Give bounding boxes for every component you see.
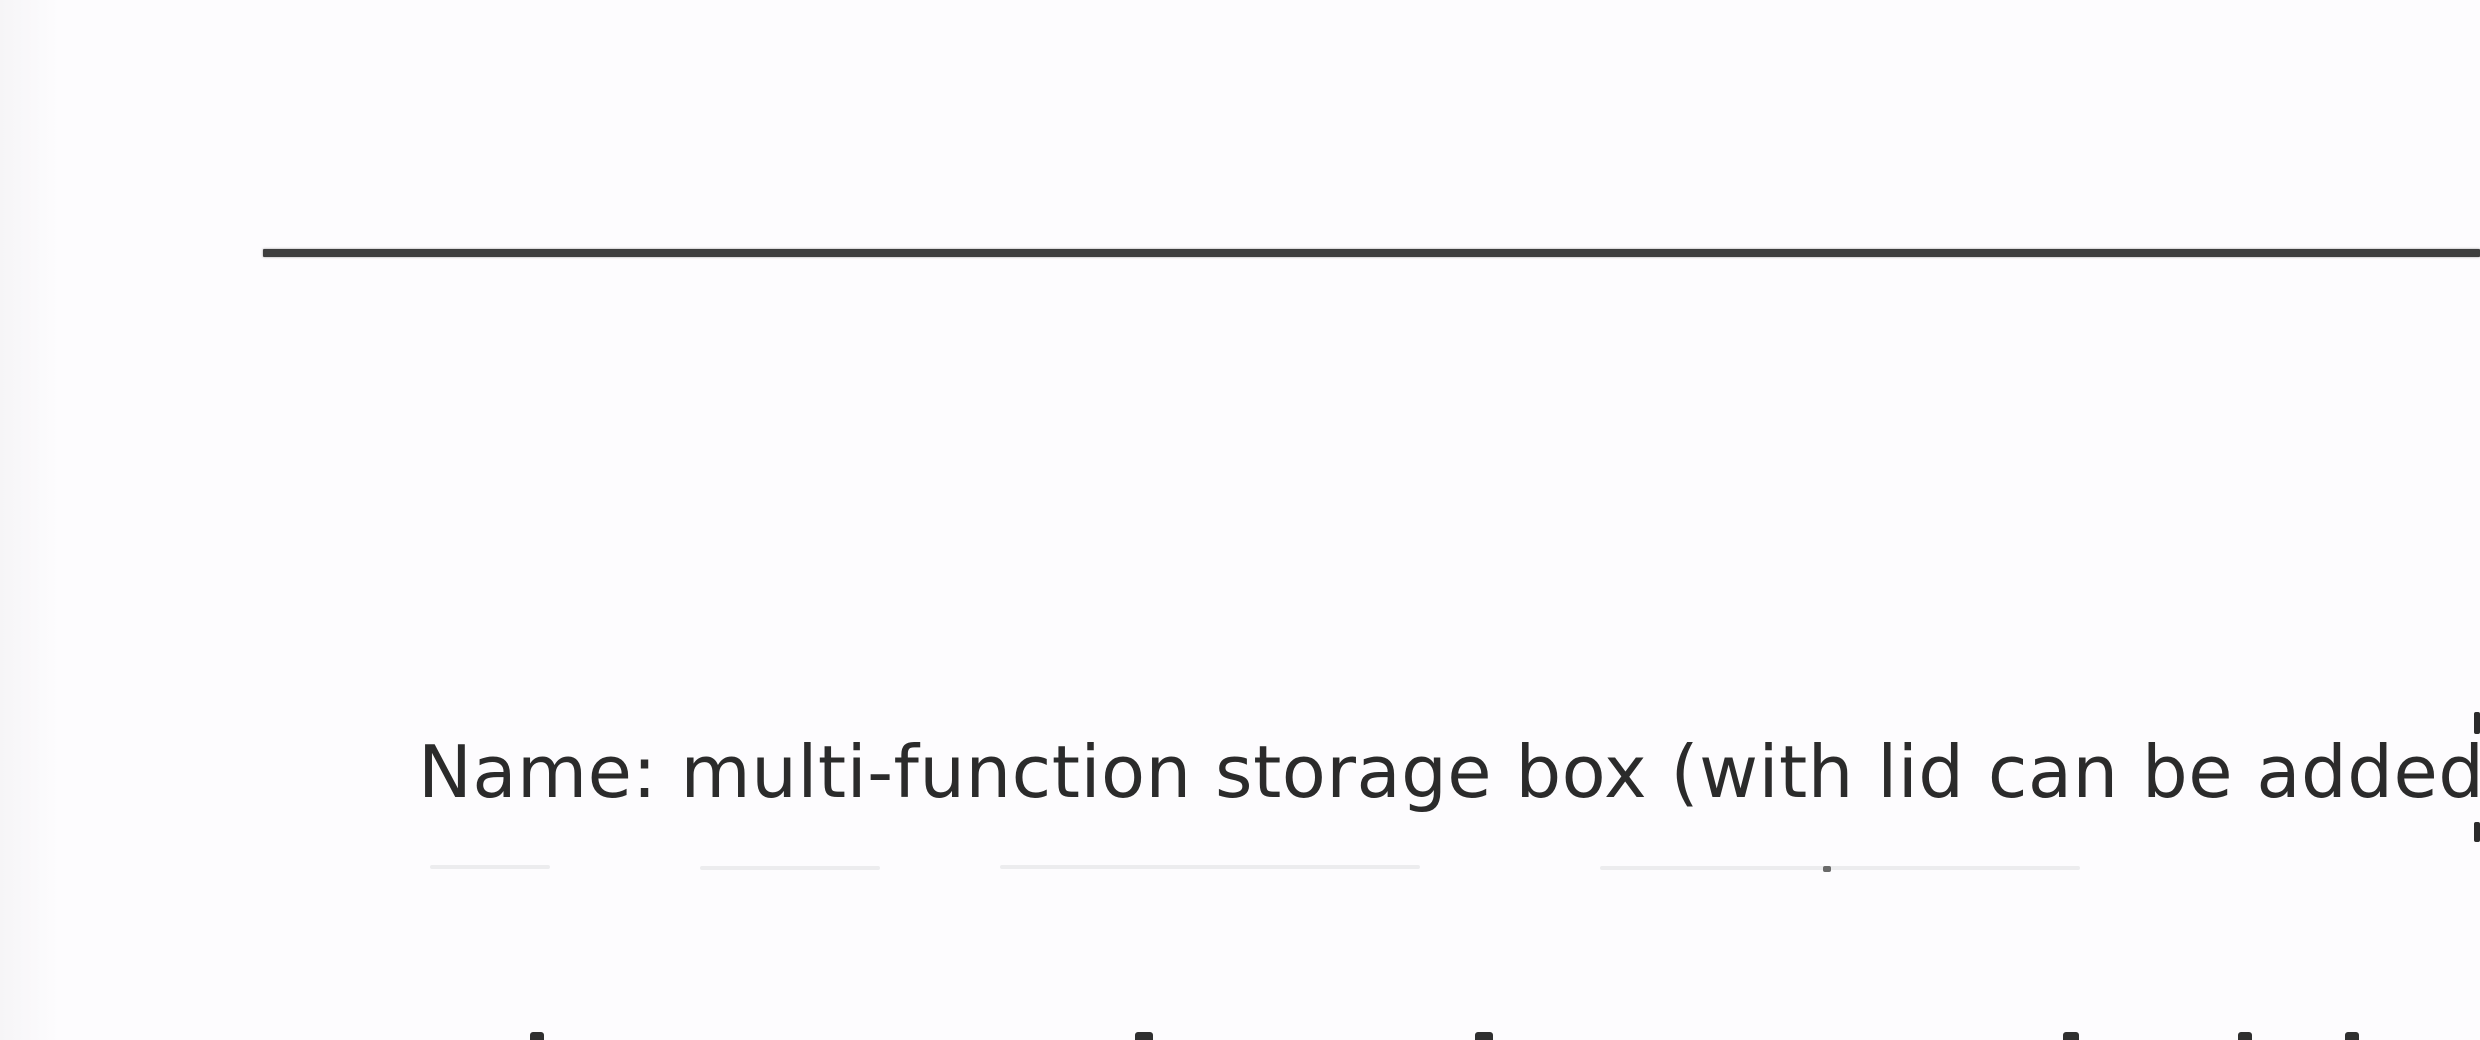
cut-off-glyph bbox=[1135, 1032, 1153, 1040]
product-name-line: Name: multi-function storage box (with l… bbox=[418, 730, 2480, 814]
cut-off-glyph bbox=[1475, 1032, 1493, 1040]
faint-ink-dot bbox=[1823, 866, 1831, 872]
faint-text-remnant bbox=[1000, 865, 1420, 869]
faint-text-remnant bbox=[430, 865, 550, 869]
faint-text-remnant bbox=[1600, 866, 2080, 870]
faint-text-remnant bbox=[700, 866, 880, 870]
cut-off-text-line bbox=[0, 1020, 2480, 1040]
page-edge-shadow bbox=[0, 0, 60, 1040]
cut-off-glyph bbox=[2345, 1032, 2359, 1040]
cut-off-glyph bbox=[530, 1032, 544, 1040]
cut-off-character-top bbox=[2474, 712, 2480, 734]
name-label-band bbox=[400, 690, 2480, 880]
horizontal-rule bbox=[263, 249, 2480, 257]
cut-off-glyph bbox=[2063, 1032, 2079, 1040]
cut-off-character-bottom bbox=[2474, 822, 2480, 842]
cut-off-glyph bbox=[2238, 1032, 2252, 1040]
